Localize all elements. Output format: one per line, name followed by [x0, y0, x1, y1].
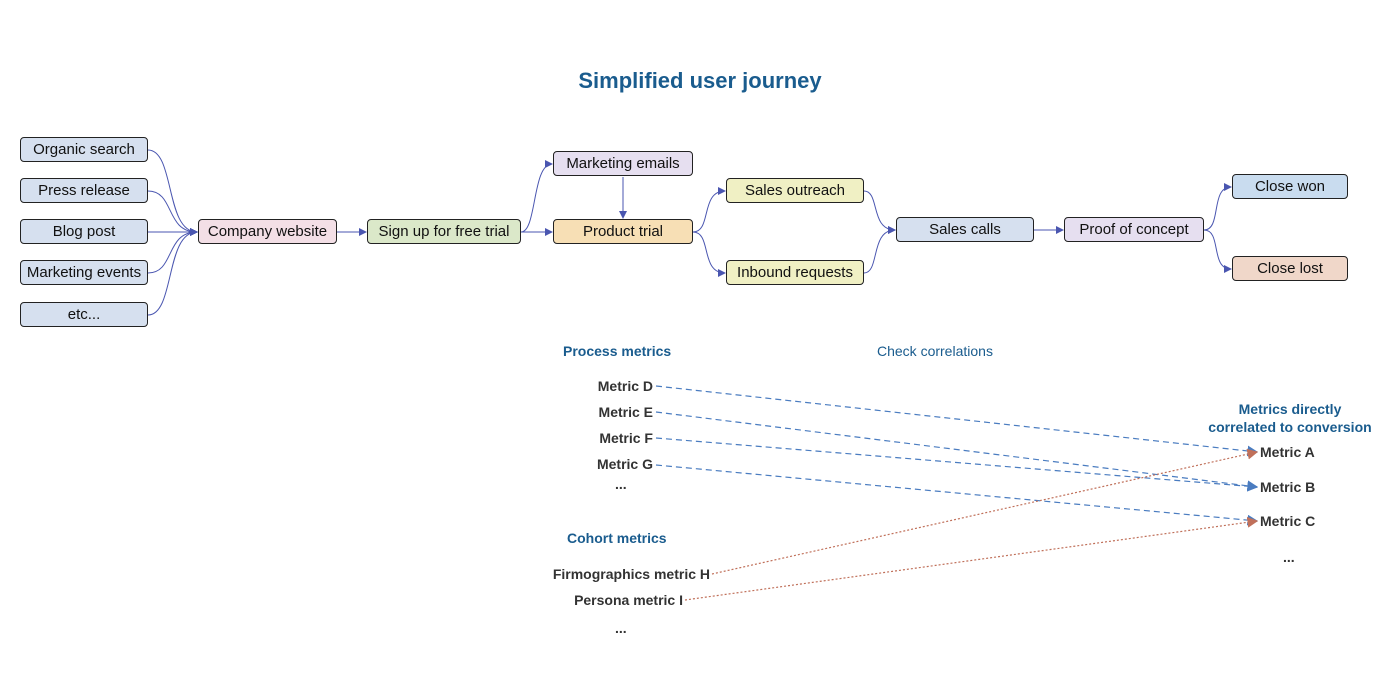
link-metric-g-to-c [655, 464, 1259, 526]
edge-press-to-website [147, 190, 198, 236]
link-metric-h-to-a [711, 448, 1259, 575]
link-metric-d-to-a [655, 385, 1259, 457]
edge-trial-to-inbound [692, 231, 726, 277]
conversion-header-line2: correlated to conversion [1208, 419, 1372, 435]
link-metric-e-to-b [655, 411, 1259, 492]
edge-poc-to-won [1203, 183, 1232, 231]
node-sales-outreach: Sales outreach [726, 178, 864, 203]
conversion-metric-b: Metric B [1260, 479, 1316, 495]
check-correlations-label: Check correlations [877, 343, 993, 359]
node-sales-calls: Sales calls [896, 217, 1034, 242]
edge-organic-to-website [147, 149, 198, 236]
node-marketing-emails: Marketing emails [553, 151, 693, 176]
node-blog-post: Blog post [20, 219, 148, 244]
process-metric-d: Metric D [597, 378, 653, 394]
node-organic-search: Organic search [20, 137, 148, 162]
diagram-title: Simplified user journey [578, 68, 822, 93]
process-metrics-header: Process metrics [563, 343, 672, 359]
edge-inbound-to-calls [863, 226, 896, 274]
process-metric-f: Metric F [599, 430, 653, 446]
link-metric-i-to-c [684, 516, 1259, 601]
node-product-trial: Product trial [553, 219, 693, 244]
conversion-metric-c: Metric C [1260, 513, 1316, 529]
conversion-metric-a: Metric A [1260, 444, 1315, 460]
edge-trial-to-outreach [692, 187, 726, 233]
process-metric-ellipsis: ... [615, 476, 627, 492]
node-etc: etc... [20, 302, 148, 327]
node-marketing-events: Marketing events [20, 260, 148, 285]
cohort-metric-ellipsis: ... [615, 620, 627, 636]
node-press-release: Press release [20, 178, 148, 203]
edge-outreach-to-calls [863, 190, 896, 234]
conversion-header-line1: Metrics directly [1238, 401, 1342, 417]
process-metric-g: Metric G [596, 456, 653, 472]
edge-signup-to-emails [520, 160, 553, 233]
node-inbound-requests: Inbound requests [726, 260, 864, 285]
process-metric-e: Metric E [598, 404, 653, 420]
cohort-metrics-header: Cohort metrics [567, 530, 667, 546]
node-sign-up-free-trial: Sign up for free trial [367, 219, 521, 244]
edge-events-to-website [147, 228, 198, 274]
edge-poc-to-lost [1203, 229, 1232, 273]
link-metric-f-to-b [655, 437, 1259, 492]
node-company-website: Company website [198, 219, 337, 244]
node-proof-of-concept: Proof of concept [1064, 217, 1204, 242]
cohort-metric-h: Firmographics metric H [552, 566, 710, 582]
conversion-metric-ellipsis: ... [1283, 549, 1295, 565]
node-close-lost: Close lost [1232, 256, 1348, 281]
node-close-won: Close won [1232, 174, 1348, 199]
edge-etc-to-website [147, 228, 198, 316]
cohort-metric-i: Persona metric I [574, 592, 683, 608]
